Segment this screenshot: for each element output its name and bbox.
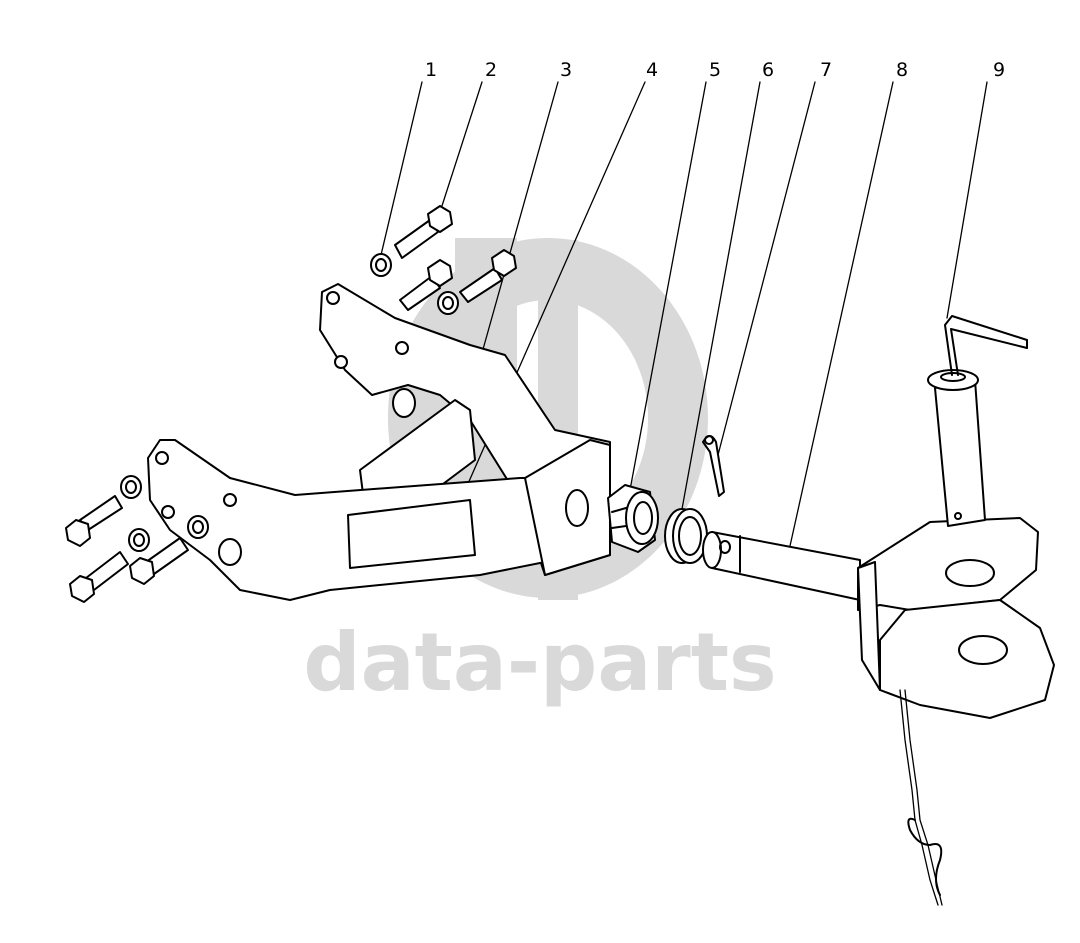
fasteners	[65, 205, 517, 603]
washer-left-3	[187, 515, 209, 539]
washer-top-2	[437, 291, 459, 315]
bolt-top-1	[394, 205, 453, 259]
callout-label-7: 7	[820, 59, 832, 81]
lower-plate-hole-2	[161, 505, 175, 519]
hitch-pin	[927, 315, 1028, 527]
washer-top-1-hole	[375, 258, 387, 272]
hitch-bracket	[147, 283, 611, 601]
leader-line-4	[451, 81, 646, 521]
leader-line-3	[479, 81, 559, 361]
lower-plate-hole-4	[218, 538, 242, 566]
bolt-top-2	[399, 259, 453, 311]
upper-plate-hole-3	[395, 341, 409, 355]
leader-line-2	[439, 81, 483, 213]
callout-label-8: 8	[896, 59, 908, 81]
washer-left-2-hole	[133, 533, 145, 547]
bolt-left-1	[65, 495, 123, 547]
washer-left-2	[128, 528, 150, 552]
jaw-side-plate	[857, 561, 881, 691]
spring-clip	[907, 817, 943, 896]
leader-lines	[380, 81, 988, 556]
bushing-ring	[664, 508, 708, 564]
bolt-left-2	[69, 551, 129, 603]
leader-line-6	[679, 81, 761, 521]
upper-plate-hole-1	[326, 291, 340, 305]
drawbar-shaft	[702, 531, 861, 601]
jaw-bottom-hole	[958, 635, 1008, 665]
washer-left-1-hole	[125, 480, 137, 494]
callout-labels: 1 2 3 4 5 6 7 8 9	[425, 59, 1005, 81]
pivot-bore	[565, 489, 589, 527]
cotter-pin	[702, 435, 725, 497]
callout-label-6: 6	[762, 59, 774, 81]
castle-nut	[607, 484, 659, 553]
washer-left-3-hole	[192, 520, 204, 534]
callout-label-9: 9	[993, 59, 1005, 81]
hitch-jaw	[857, 517, 1055, 719]
callout-label-3: 3	[560, 59, 572, 81]
callout-label-1: 1	[425, 59, 437, 81]
leader-line-1	[380, 81, 423, 256]
nameplate-window	[347, 499, 476, 569]
washer-left-1	[120, 475, 142, 499]
washer-top-2-hole	[442, 296, 454, 310]
jaw-top-hole	[945, 559, 995, 587]
leader-line-5	[629, 81, 707, 491]
bolt-top-3	[459, 249, 517, 303]
bolt-left-3	[129, 537, 189, 585]
hitch-jaw-top	[857, 517, 1039, 611]
leader-line-9	[946, 81, 988, 319]
callout-label-5: 5	[709, 59, 721, 81]
leader-line-7	[717, 81, 816, 456]
callout-label-2: 2	[485, 59, 497, 81]
upper-plate-hole-2	[334, 355, 348, 369]
leader-line-8	[787, 81, 894, 556]
lower-plate-hole-3	[223, 493, 237, 507]
washer-top-1	[370, 253, 392, 277]
safety-chain	[899, 689, 943, 906]
upper-plate-hole-4	[392, 388, 416, 418]
callout-label-4: 4	[646, 59, 658, 81]
watermark-text: data-parts	[303, 616, 776, 709]
lower-plate-hole-1	[155, 451, 169, 465]
